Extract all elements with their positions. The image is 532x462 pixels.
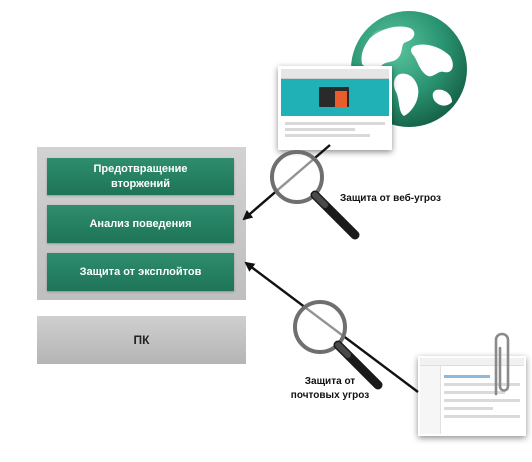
- layer-label: Анализ поведения: [89, 217, 192, 230]
- mail-threats-label: Защита от почтовых угроз: [290, 376, 370, 401]
- layer-label: Защита от эксплойтов: [79, 265, 202, 278]
- pc-label: ПК: [133, 333, 150, 347]
- layer-intrusion-prevention: Предотвращение вторжений: [47, 158, 234, 195]
- magnifier-icon: [293, 300, 383, 390]
- website-screenshot: [278, 66, 392, 150]
- magnifier-icon: [270, 150, 360, 240]
- protection-stack: Предотвращение вторжений Анализ поведени…: [37, 147, 246, 300]
- layer-behavior-analysis: Анализ поведения: [47, 205, 234, 243]
- layer-label: Предотвращение вторжений: [93, 162, 188, 190]
- paperclip-icon: [494, 332, 510, 396]
- layer-exploit-protection: Защита от эксплойтов: [47, 253, 234, 291]
- pc-box: ПК: [37, 316, 246, 364]
- web-threats-label: Защита от веб-угроз: [340, 193, 441, 204]
